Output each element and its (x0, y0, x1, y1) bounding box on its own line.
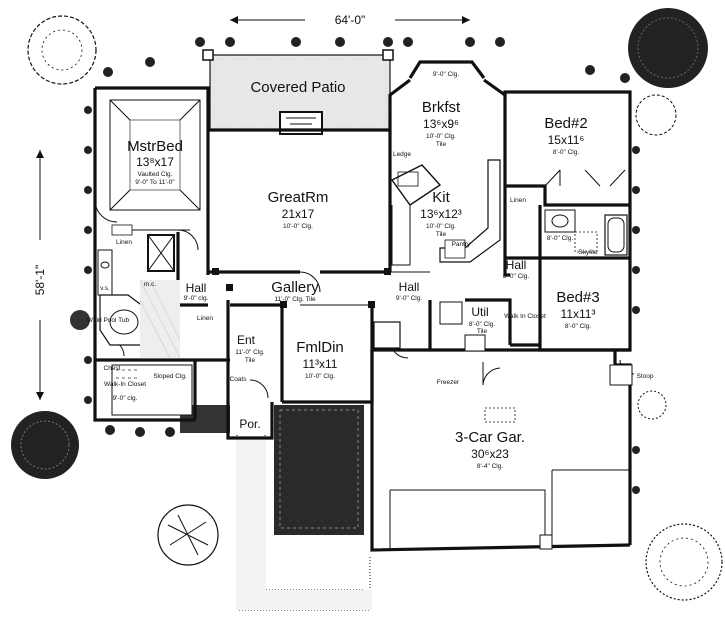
label-garage-size: 30⁶x23 (471, 447, 509, 461)
label-vanity-mid: m.c. (144, 281, 156, 288)
label-kit-note2: Tile (436, 231, 447, 238)
label-hall-left-note: 9'-0" clg. (184, 295, 209, 302)
label-ledge: Ledge (393, 151, 411, 158)
label-whirlpool-tub: Whirl Pool Tub (87, 317, 130, 324)
label-walk-in-closet-right: Walk In Closet (504, 313, 546, 320)
label-mstr-bed-note2: 9'-0" To 11'-0" (135, 179, 175, 186)
depth-dimension: 58'-1" (33, 150, 47, 400)
label-pantry: Pantry (452, 241, 472, 248)
label-linen-bath: Linen (116, 239, 132, 246)
tree-top-left (27, 15, 97, 85)
label-bed3-size: 11x11³ (561, 307, 596, 321)
label-great-rm-note: 10'-0" Clg. (283, 223, 313, 230)
label-stoop: Stoop (637, 373, 654, 380)
gallery-columns (212, 268, 391, 308)
washer (373, 321, 401, 349)
dryer (439, 301, 463, 325)
label-fml-din: FmlDin (296, 339, 344, 356)
stoop-slab (609, 364, 633, 386)
label-kit-size: 13⁶x12³ (420, 207, 462, 221)
label-hall-left: Hall (186, 281, 207, 295)
label-bed3: Bed#3 (556, 289, 599, 306)
label-linen-right: Linen (510, 197, 526, 204)
label-bath-right: 8'-0" Clg. (547, 235, 574, 242)
shrub-stoop (637, 390, 667, 420)
walkway (236, 435, 372, 611)
tree-front (157, 504, 219, 566)
label-brkfst-note2: Tile (436, 141, 447, 148)
label-covered-patio: Covered Patio (250, 79, 345, 96)
label-kit-note1: 10'-0" Clg. (426, 223, 456, 230)
label-ent-note1: 11'-0" Clg. (235, 349, 265, 356)
width-dimension: 64'-0" (230, 13, 470, 27)
label-hall-center-note: 9'-0" Clg. (396, 295, 423, 302)
label-coats: Coats (230, 376, 248, 383)
label-gallery-note: 11'-0" Clg. Tile (274, 296, 316, 303)
label-bed3-note: 8'-0" Clg. (565, 323, 592, 330)
label-brkfst-size: 13⁶x9⁶ (423, 117, 459, 131)
label-util-note2: Tile (477, 328, 488, 335)
label-linen-hall: Linen (197, 315, 213, 322)
label-patio-ceiling: 9'-0" Clg. (433, 71, 460, 78)
label-garage: 3-Car Gar. (455, 429, 525, 446)
label-sloped-clg: Sloped Clg. (153, 373, 187, 380)
depth-label: 58'-1" (33, 265, 47, 296)
label-fml-din-note: 10'-0" Clg. (305, 373, 335, 380)
label-garage-note: 8'-4" Clg. (477, 463, 504, 470)
label-vanity-left: v.s. (100, 285, 110, 292)
shrubs (11, 8, 723, 601)
hall-bath-fixtures (544, 209, 628, 256)
shrub-right (635, 94, 677, 136)
width-label: 64'-0" (335, 13, 366, 27)
label-por: Por. (239, 417, 260, 431)
label-gallery: Gallery (271, 279, 319, 296)
label-util-note1: 8'-0" Clg. (469, 321, 496, 328)
label-great-rm-size: 21x17 (282, 207, 315, 221)
shrub-left (70, 310, 90, 330)
label-great-rm: GreatRm (268, 189, 329, 206)
label-bed2: Bed#2 (544, 115, 587, 132)
label-hall-right-note: 8'-0" Clg. (503, 273, 530, 280)
label-brkfst-note1: 10'-0" Clg. (426, 133, 456, 140)
tree-bottom-right (645, 523, 723, 601)
label-freezer: Freezer (437, 379, 460, 386)
label-brkfst: Brkfst (422, 99, 461, 116)
front-planting-bed (274, 405, 364, 535)
kitchen-fixtures (390, 159, 501, 352)
label-chest: Chest (104, 365, 121, 372)
label-walk-in-closet-master-note: 9'-0" clg. (113, 395, 138, 402)
tree-top-right (628, 8, 708, 88)
walls (93, 78, 632, 552)
label-fml-din-size: 11³x11 (303, 357, 338, 371)
labels: Covered Patio 9'-0" Clg. MstrBed 13⁸x17 … (87, 71, 654, 470)
label-ent-note2: Tile (245, 357, 256, 364)
label-bed2-size: 15x11⁶ (548, 133, 585, 147)
mstr-bed-tray-ceiling (109, 99, 201, 211)
label-walk-in-closet-master: Walk-In Closet (104, 381, 146, 388)
label-mstr-bed: MstrBed (127, 138, 183, 155)
label-util: Util (471, 305, 488, 319)
label-bed2-note: 8'-0" Clg. (553, 149, 580, 156)
covered-patio (202, 49, 394, 135)
garage-doors (389, 407, 630, 550)
label-skylite: Skylite (578, 249, 598, 256)
label-hall-center: Hall (399, 280, 420, 294)
label-hall-right: Hall (506, 258, 527, 272)
label-ent: Ent (237, 333, 256, 347)
label-mstr-bed-size: 13⁸x17 (136, 155, 174, 169)
label-mstr-bed-note1: Vaulted Clg. (138, 171, 173, 178)
master-bath-fixtures (97, 224, 193, 416)
label-kit: Kit (432, 189, 450, 206)
